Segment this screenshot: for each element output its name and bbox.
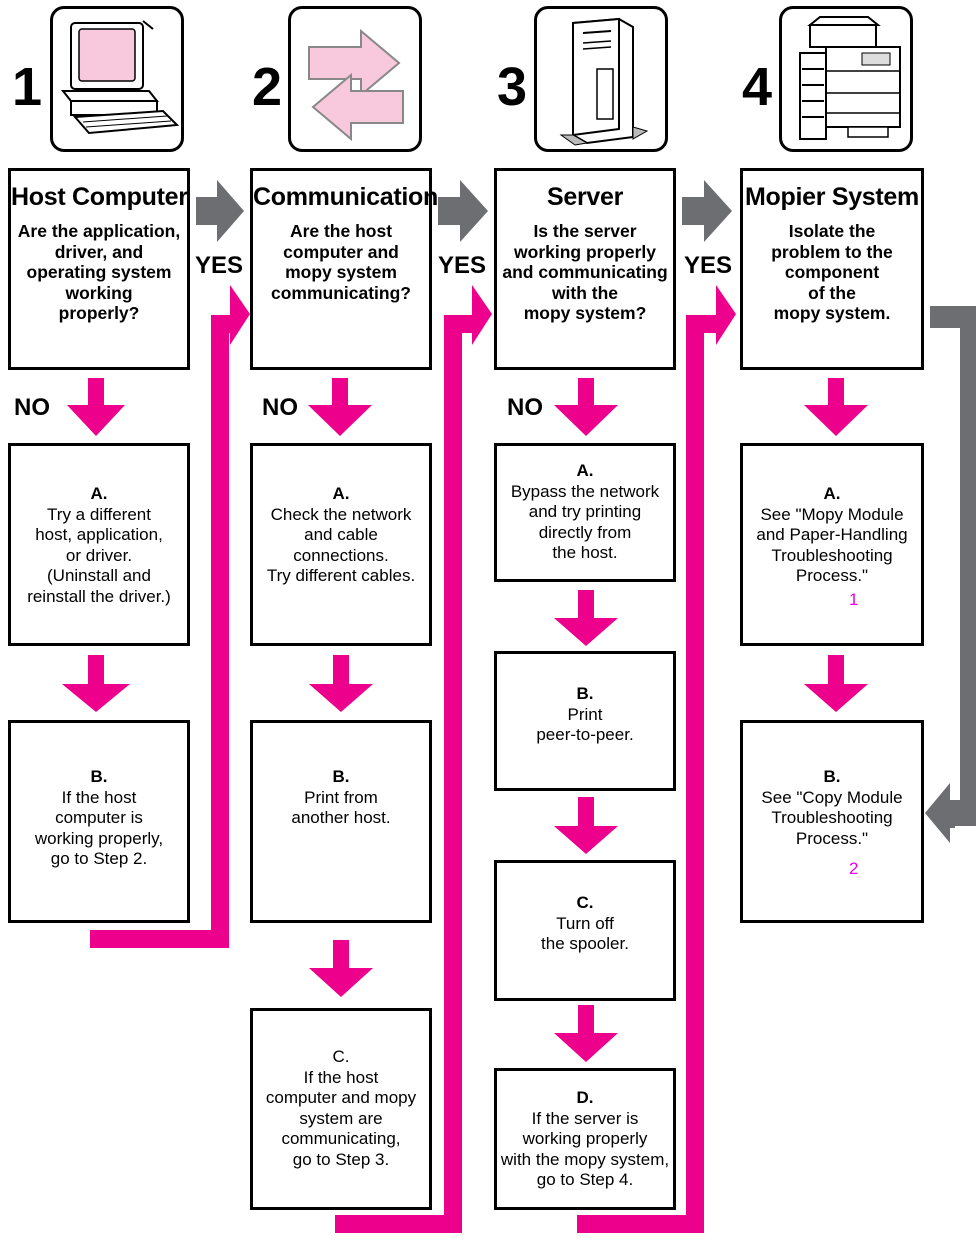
step4-question: Isolate the problem to the component of …	[771, 221, 893, 323]
step-number-4: 4	[742, 57, 773, 117]
no-arrow-step2	[308, 378, 372, 436]
down-arrow-step3-a	[554, 590, 618, 646]
no-arrow-step3	[554, 378, 618, 436]
step1-a-letter: A.	[90, 484, 108, 503]
step3-a-text: Bypass the network and try printing dire…	[510, 481, 660, 563]
step2-a-text: Check the network and cable connections.…	[266, 504, 416, 586]
server-icon	[559, 17, 649, 146]
step4-b-letter: B.	[823, 767, 841, 786]
step2-header-box: Communication Are the host computer and …	[250, 168, 438, 370]
down-arrow-step2-a	[309, 655, 373, 712]
step2-icon-frame	[288, 6, 422, 152]
step-number-3: 3	[497, 57, 528, 117]
step3-b-text: Print peer-to-peer.	[536, 704, 634, 745]
step3-b-letter: B.	[576, 684, 594, 703]
down-arrow-step3-c	[554, 1005, 618, 1062]
step3-action-a: A. Bypass the network and try printing d…	[494, 443, 676, 582]
step2-b-text: Print from another host.	[291, 787, 391, 828]
mopier-icon	[799, 16, 901, 140]
down-arrow-step2-b	[309, 940, 373, 997]
step-number-1: 1	[12, 57, 43, 117]
loop-arrow-step2-to-step3	[335, 285, 492, 1233]
no-label-step2: NO	[262, 394, 298, 421]
step-number-2: 2	[252, 57, 283, 117]
loop-arrow-step3-to-step4	[577, 285, 736, 1233]
computer-icon	[60, 20, 180, 135]
step3-d-letter: D.	[576, 1088, 594, 1107]
step4-b-text: See "Copy Module Troubleshooting Process…	[761, 787, 903, 848]
step1-action-b: B. If the host computer is working prope…	[8, 720, 190, 923]
step4-header-box: Mopier System Isolate the problem to the…	[740, 168, 924, 370]
no-label-step1: NO	[14, 394, 50, 421]
step4-title: Mopier System	[745, 183, 919, 211]
step2-b-letter: B.	[332, 767, 350, 786]
step4-b-ref[interactable]: 2	[849, 859, 859, 878]
down-arrow-step4-a	[804, 655, 868, 712]
yes-arrow-step1	[196, 180, 244, 242]
yes-label-step3: YES	[684, 252, 733, 279]
down-arrow-step4	[804, 378, 868, 436]
step4-a-letter: A.	[823, 484, 841, 503]
step3-action-b: B. Print peer-to-peer.	[494, 651, 676, 791]
step2-c-letter: C.	[332, 1047, 350, 1066]
yes-arrow-step2	[438, 180, 488, 242]
step3-d-text: If the server is working properly with t…	[500, 1108, 670, 1190]
no-arrow-step1	[67, 378, 125, 436]
step4-action-a: A. See "Mopy Module and Paper-Handling T…	[740, 443, 924, 646]
step1-icon-frame	[50, 6, 184, 152]
down-arrow-step3-b	[554, 797, 618, 854]
yes-label-step2: YES	[438, 252, 487, 279]
return-arrow-step4	[925, 306, 976, 843]
step2-c-text: If the host computer and mopy system are…	[265, 1067, 417, 1169]
yes-label-step1: YES	[195, 252, 244, 279]
step3-header-box: Server Is the server working properly an…	[494, 168, 676, 370]
down-arrow-step1-a	[62, 655, 130, 712]
step3-question: Is the server working properly and commu…	[502, 221, 668, 323]
step3-action-d: D. If the server is working properly wit…	[494, 1068, 676, 1210]
step4-action-b: B. See "Copy Module Troubleshooting Proc…	[740, 720, 924, 923]
step1-b-letter: B.	[90, 767, 108, 786]
yes-arrow-step3	[682, 180, 732, 242]
step3-action-c: C. Turn off the spooler.	[494, 860, 676, 1001]
step2-action-c: C. If the host computer and mopy system …	[250, 1008, 432, 1210]
step1-header-box: Host Computer Are the application, drive…	[8, 168, 190, 370]
step3-title: Server	[546, 183, 624, 211]
step3-a-letter: A.	[576, 461, 594, 480]
step3-c-text: Turn off the spooler.	[541, 913, 629, 954]
step2-action-b: B. Print from another host.	[250, 720, 432, 923]
step1-title: Host Computer	[11, 183, 188, 211]
step2-action-a: A. Check the network and cable connectio…	[250, 443, 432, 646]
step2-title: Communication	[253, 183, 438, 211]
transfer-arrows-icon	[308, 28, 404, 142]
step4-icon-frame	[779, 6, 913, 152]
loop-arrow-step1-to-step2	[90, 285, 250, 948]
step2-question: Are the host computer and mopy system co…	[270, 221, 411, 303]
step4-a-ref[interactable]: 1	[849, 590, 859, 609]
step4-a-text: See "Mopy Module and Paper-Handling Trou…	[756, 504, 908, 586]
step3-icon-frame	[534, 6, 668, 152]
no-label-step3: NO	[507, 394, 543, 421]
step1-b-text: If the host computer is working properly…	[34, 787, 164, 869]
step1-question: Are the application, driver, and operati…	[17, 221, 181, 323]
step3-c-letter: C.	[576, 893, 594, 912]
step1-a-text: Try a different host, application, or dr…	[27, 504, 171, 606]
step2-a-letter: A.	[332, 484, 350, 503]
step1-action-a: A. Try a different host, application, or…	[8, 443, 190, 646]
